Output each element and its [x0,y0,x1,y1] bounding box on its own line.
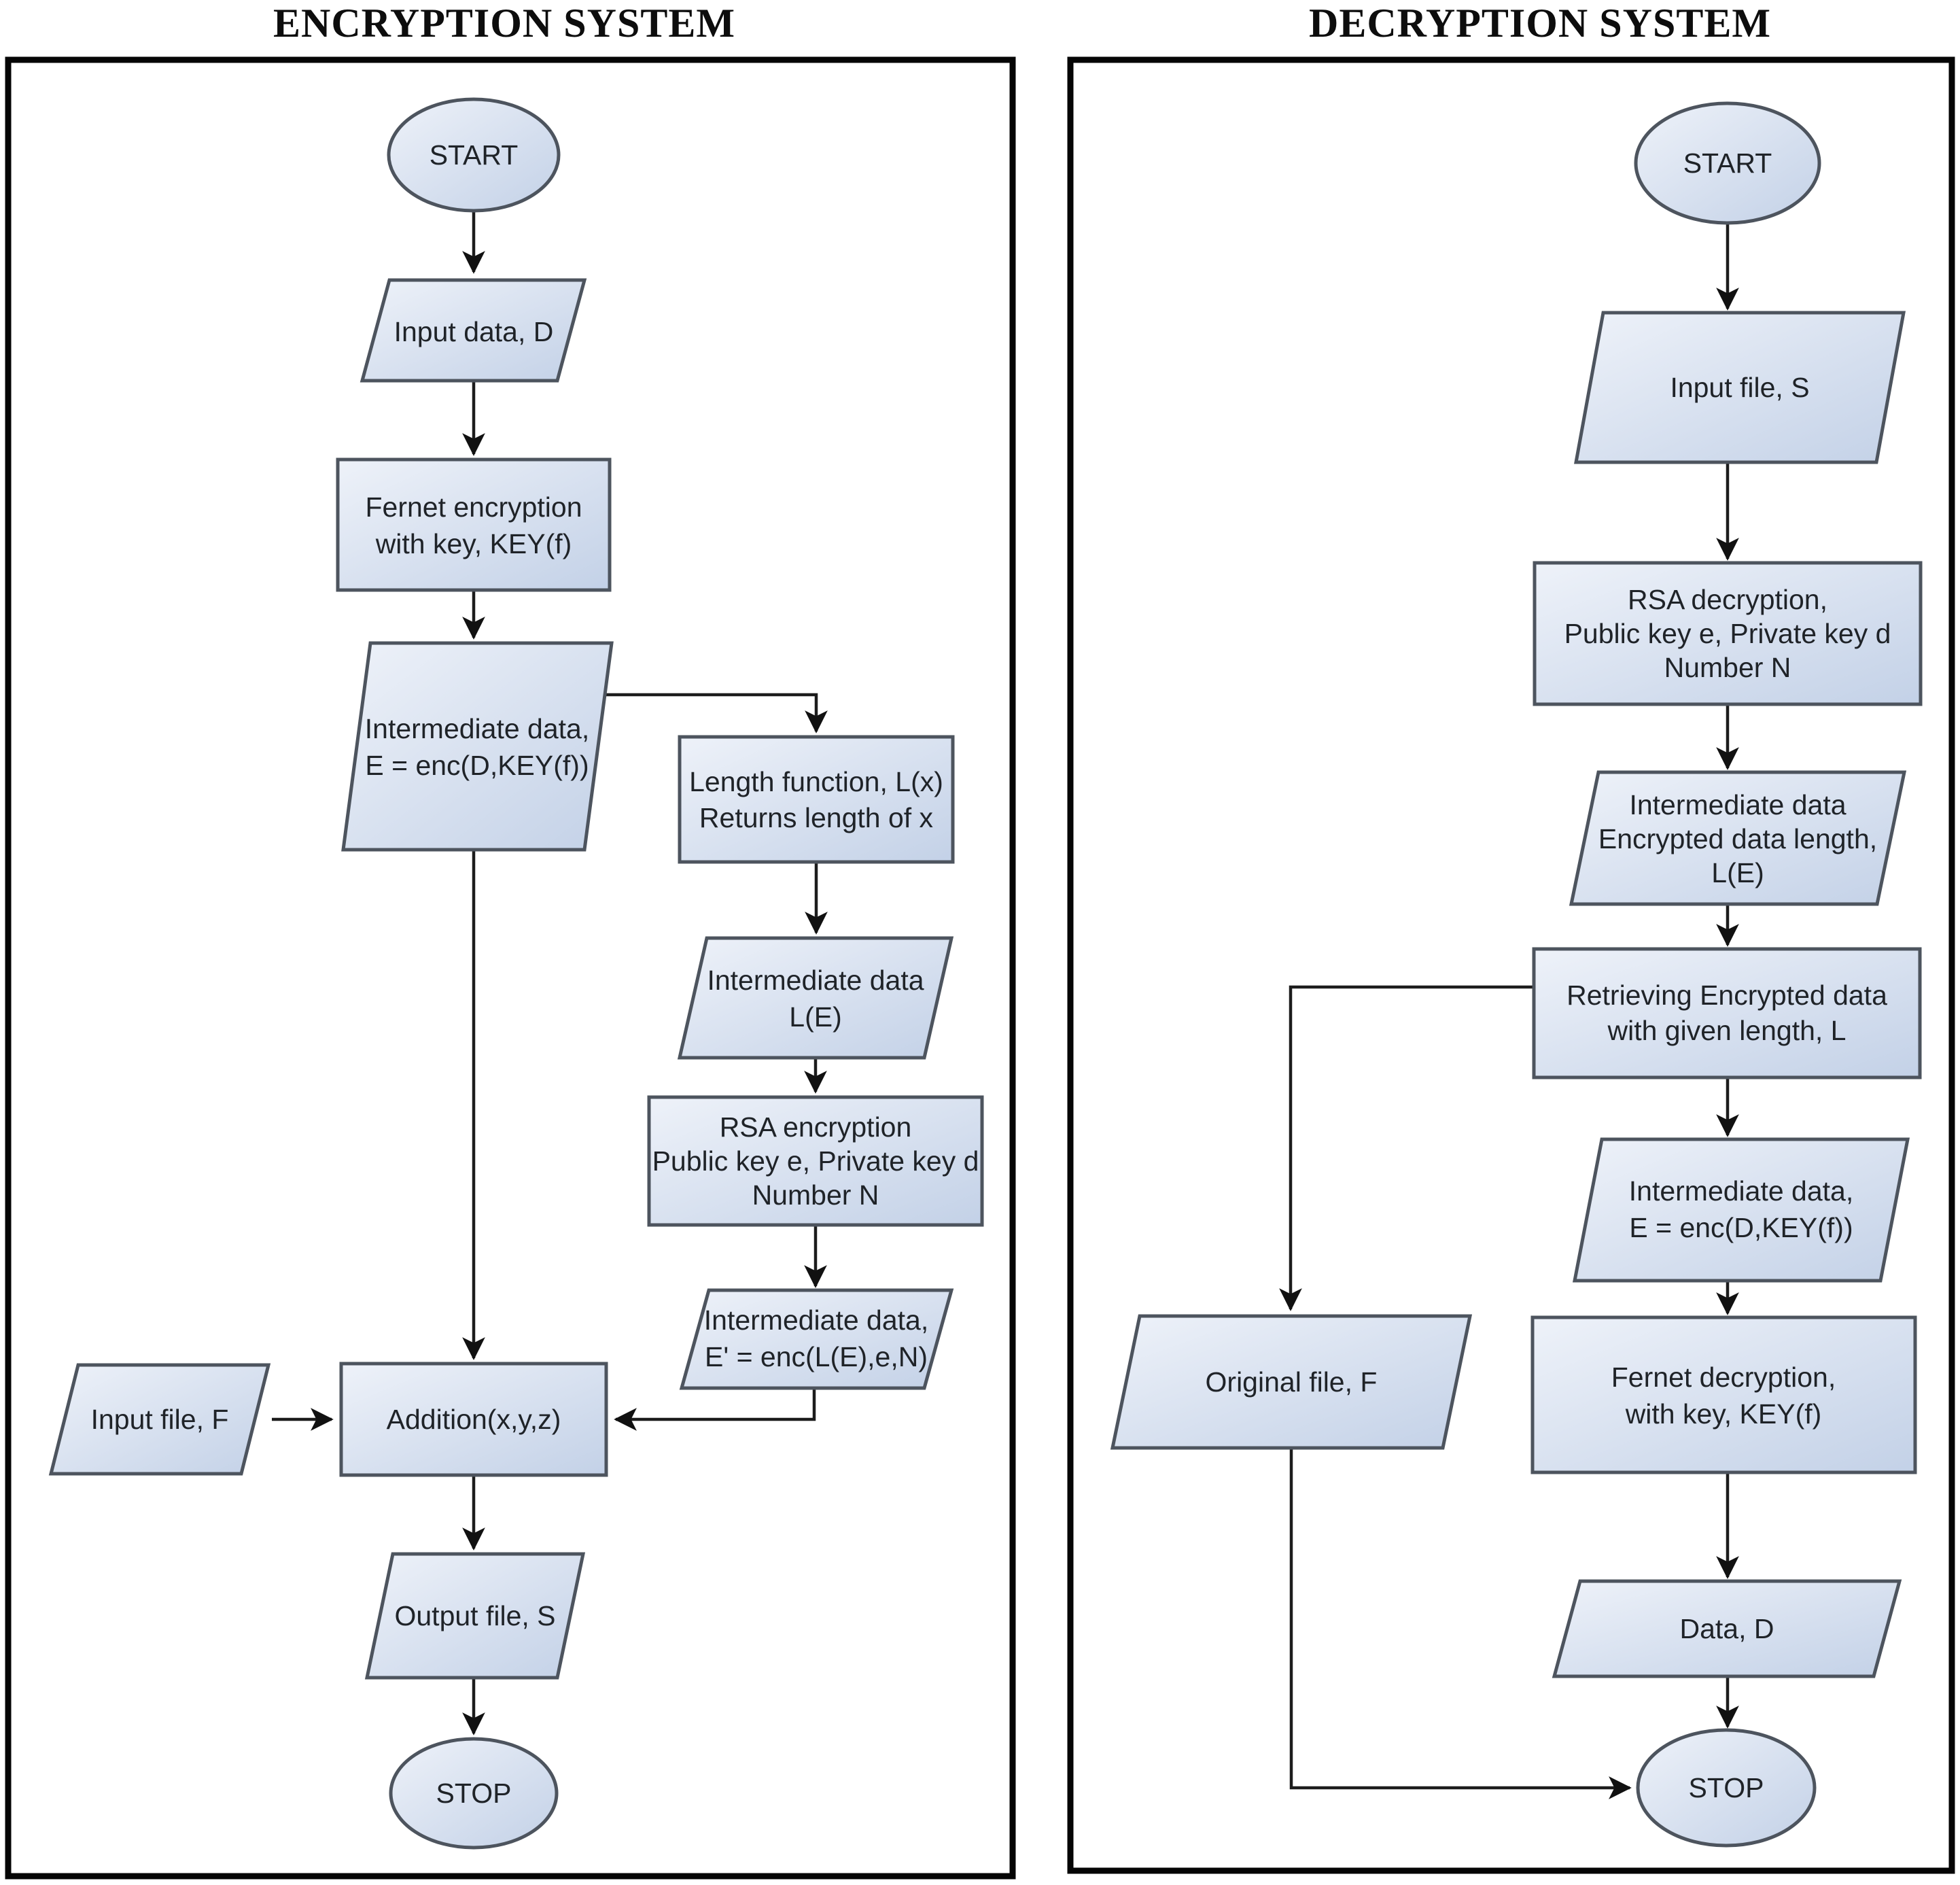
dec-intermediate-le-line3: L(E) [1711,857,1764,888]
enc-output-file-label: Output file, S [394,1600,555,1631]
enc-intermediate-e-node [341,641,614,852]
dec-start-node [1634,101,1821,225]
enc-fernet-line2: with key, KEY(f) [375,528,572,559]
enc-intermediate-eprime-line1: Intermediate data, [704,1304,928,1336]
enc-addition-label: Addition(x,y,z) [387,1404,561,1435]
enc-intermediate-eprime-node [679,1288,954,1390]
enc-rsa-node [647,1095,984,1227]
decryption-panel: DECRYPTION SYSTEM START Input file, S RS… [1067,1,1955,1874]
enc-length-fn-node [678,735,955,864]
dec-input-file-label: Input file, S [1670,372,1809,403]
enc-rsa-line1: RSA encryption [720,1111,912,1143]
enc-intermediate-le-line1: Intermediate data [707,965,924,996]
dec-rsa-line1: RSA decryption, [1628,584,1827,615]
enc-input-file-node [48,1363,271,1476]
enc-length-fn-line1: Length function, L(x) [689,766,943,797]
enc-stop-node [389,1737,559,1850]
dec-retrieve-node [1532,947,1922,1079]
dec-fernet-line2: with key, KEY(f) [1625,1398,1822,1430]
enc-fernet-line1: Fernet encryption [365,491,582,523]
dec-stop-node [1636,1728,1817,1848]
dec-stop-label: STOP [1689,1772,1764,1803]
dec-intermediate-e-line2: E = enc(D,KEY(f)) [1629,1212,1853,1243]
dec-intermediate-le-node [1569,770,1907,906]
enc-length-fn-line2: Returns length of x [699,802,934,833]
enc-addition-node [339,1362,608,1477]
dec-rsa-line2: Public key e, Private key d [1564,618,1891,649]
encryption-panel: ENCRYPTION SYSTEM START Input data, D Fe… [5,1,1016,1880]
enc-stop-label: STOP [436,1778,512,1809]
dec-original-file-label: Original file, F [1206,1366,1378,1398]
dec-retrieve-line1: Retrieving Encrypted data [1567,980,1887,1011]
edge-original-to-stop [1289,1449,1632,1799]
enc-input-data-label: Input data, D [394,316,554,347]
dec-start-label: START [1683,148,1772,179]
enc-intermediate-e-line1: Intermediate data, [365,713,589,744]
enc-start-node [387,97,561,213]
enc-output-file-node [364,1552,586,1680]
enc-input-file-label: Input file, F [91,1404,229,1435]
dec-intermediate-e-node [1572,1137,1910,1283]
dec-intermediate-le-line1: Intermediate data [1629,789,1846,820]
dec-data-label: Data, D [1680,1613,1774,1644]
dec-fernet-node [1530,1315,1917,1474]
enc-start-label: START [430,139,519,171]
edge-retrieve-to-original [1279,985,1534,1311]
enc-input-data-node [360,278,587,383]
enc-fernet-node [336,457,612,592]
dec-input-file-node [1574,311,1906,464]
dec-rsa-node [1533,561,1923,706]
enc-intermediate-e-line2: E = enc(D,KEY(f)) [365,750,589,781]
dec-fernet-line1: Fernet decryption, [1611,1362,1836,1393]
dec-original-file-node [1110,1314,1473,1450]
enc-intermediate-eprime-line2: E' = enc(L(E),e,N) [705,1341,928,1372]
dec-intermediate-e-line1: Intermediate data, [1629,1175,1853,1207]
dec-retrieve-line2: with given length, L [1607,1015,1846,1046]
decryption-title: DECRYPTION SYSTEM [1309,1,1771,46]
dec-rsa-line3: Number N [1664,652,1791,683]
enc-intermediate-le-node [677,936,954,1060]
edge-eprime-to-addition [614,1388,816,1431]
enc-rsa-line2: Public key e, Private key d [652,1145,979,1177]
encryption-title: ENCRYPTION SYSTEM [273,1,735,46]
enc-rsa-line3: Number N [752,1179,879,1211]
dec-intermediate-le-line2: Encrypted data length, [1598,823,1877,854]
dec-data-node [1552,1579,1902,1678]
edge-intermediate-e-to-length [601,693,828,733]
enc-intermediate-le-line2: L(E) [789,1001,841,1033]
